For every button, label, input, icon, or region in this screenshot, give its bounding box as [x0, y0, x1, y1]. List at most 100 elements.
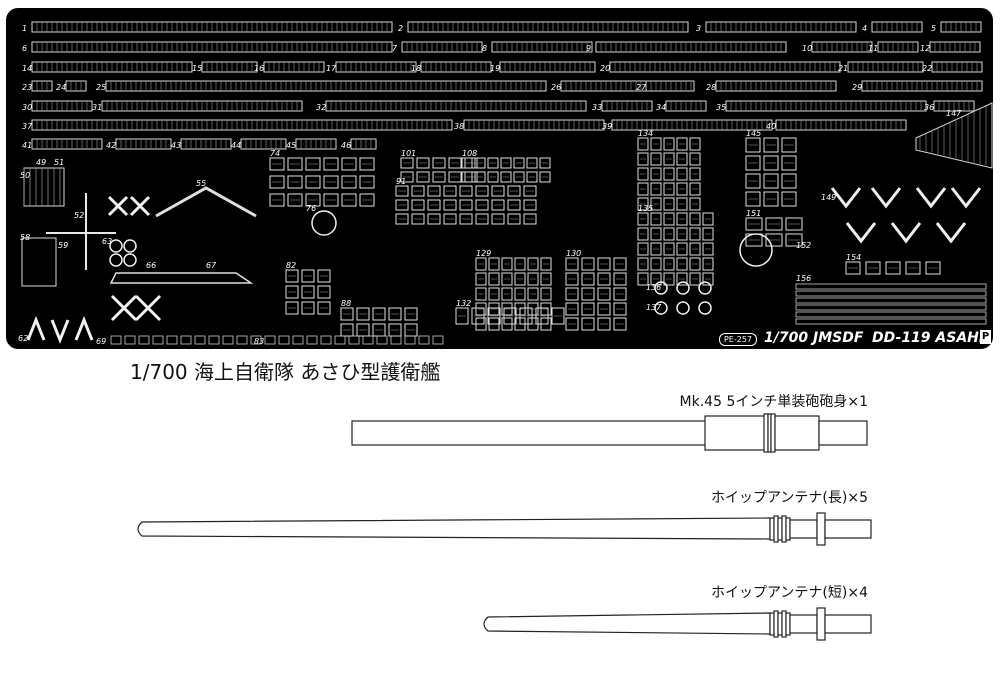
- part-number: 62: [18, 334, 28, 343]
- part-number: 4: [862, 24, 867, 33]
- small-part: [474, 157, 486, 169]
- small-part: [689, 167, 701, 181]
- small-part: [269, 193, 285, 207]
- small-part: [503, 307, 517, 325]
- small-part: [689, 137, 701, 151]
- crane-part: [21, 237, 57, 287]
- part-number: 45: [286, 141, 296, 150]
- small-part: [763, 191, 779, 207]
- part-number: 37: [22, 122, 33, 131]
- small-part: [305, 193, 321, 207]
- small-part: [663, 242, 675, 256]
- part-number: 134: [638, 129, 653, 138]
- small-part: [341, 193, 357, 207]
- bottom-strip-part: [194, 335, 206, 345]
- small-part: [663, 197, 675, 211]
- small-part: [551, 307, 565, 325]
- mast-support: [935, 222, 967, 244]
- small-part: [471, 307, 485, 325]
- small-part: [400, 157, 414, 169]
- bridge-part: [155, 186, 257, 218]
- bottom-strip-part: [152, 335, 164, 345]
- part-number: 32: [316, 103, 326, 112]
- small-part: [372, 307, 386, 321]
- small-part: [663, 182, 675, 196]
- small-part: [340, 307, 354, 321]
- part-number: 15: [192, 64, 202, 73]
- small-part: [341, 175, 357, 189]
- small-part: [689, 227, 701, 241]
- cross-brace: [134, 294, 162, 322]
- small-part: [488, 302, 500, 316]
- part-number: 12: [920, 44, 930, 53]
- bottom-strip-part: [334, 335, 346, 345]
- small-part: [581, 257, 595, 271]
- part-number: 147: [946, 109, 962, 118]
- small-part: [323, 175, 339, 189]
- part-number: 30: [22, 103, 32, 112]
- small-part: [317, 269, 331, 283]
- director-part: [311, 210, 337, 236]
- fret-scale-label: 1/700: [764, 330, 809, 346]
- small-part: [488, 257, 500, 271]
- grating-strip: [795, 283, 987, 290]
- part-number: 19: [490, 64, 500, 73]
- small-part: [650, 152, 662, 166]
- bottom-strip-part: [264, 335, 276, 345]
- part-number: 43: [171, 141, 181, 150]
- small-part: [501, 302, 513, 316]
- part-number: 1: [22, 24, 27, 33]
- ava-shaped-part: [26, 315, 94, 345]
- product-title: 1/700 海上自衛隊 あさひ型護衛艦: [130, 360, 441, 384]
- part-number: 129: [476, 249, 491, 258]
- small-part: [637, 227, 649, 241]
- small-part: [540, 302, 552, 316]
- small-part: [702, 272, 714, 286]
- small-part: [689, 272, 701, 286]
- part-number: 28: [706, 83, 716, 92]
- bottom-strip-part: [376, 335, 388, 345]
- small-part: [745, 155, 761, 171]
- small-part: [527, 302, 539, 316]
- small-part: [650, 197, 662, 211]
- small-part: [637, 212, 649, 226]
- small-part: [637, 257, 649, 271]
- small-part: [597, 302, 611, 316]
- small-part: [285, 285, 299, 299]
- small-part: [432, 171, 446, 183]
- part-number: 9: [586, 44, 591, 53]
- small-part: [395, 199, 409, 211]
- small-part: [461, 157, 473, 169]
- small-part: [287, 157, 303, 171]
- part-number: 31: [92, 103, 102, 112]
- part-number: 154: [846, 253, 861, 262]
- fret-navy-label: JMSDF: [813, 330, 864, 346]
- small-part: [514, 272, 526, 286]
- disc-part: [123, 253, 137, 267]
- small-part: [500, 157, 512, 169]
- part-number: 17: [326, 64, 337, 73]
- small-part: [459, 213, 473, 225]
- small-part: [487, 157, 499, 169]
- small-part: [676, 167, 688, 181]
- part-number: 67: [206, 261, 217, 270]
- small-part: [461, 171, 473, 183]
- part-number: 2: [398, 24, 403, 33]
- small-part: [500, 171, 512, 183]
- part-number: 16: [254, 64, 264, 73]
- part-number: 25: [96, 83, 106, 92]
- disc-part: [698, 301, 712, 315]
- small-part: [676, 182, 688, 196]
- small-part: [323, 193, 339, 207]
- grating-strip: [795, 304, 987, 311]
- small-part: [581, 272, 595, 286]
- small-part: [650, 227, 662, 241]
- mast-support: [870, 187, 902, 209]
- small-part: [523, 199, 537, 211]
- small-part: [301, 285, 315, 299]
- small-part: [491, 185, 505, 197]
- bottom-strip-part: [362, 335, 374, 345]
- part-number: 101: [401, 149, 416, 158]
- small-part: [650, 137, 662, 151]
